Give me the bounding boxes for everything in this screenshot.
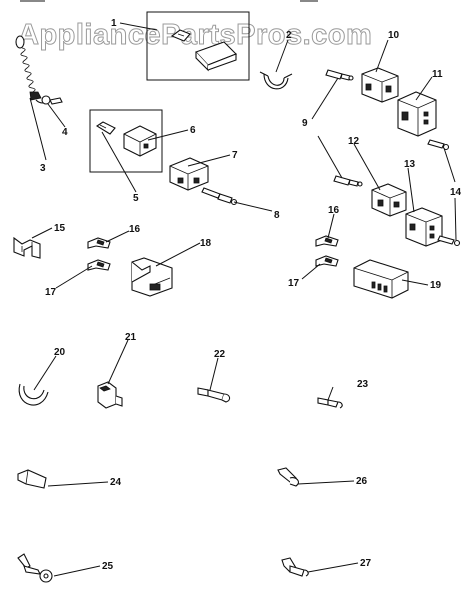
part-7-connector — [169, 157, 209, 191]
callout-5: 5 — [133, 193, 139, 204]
part-1-kit — [146, 11, 250, 81]
part-8-terminal — [201, 187, 238, 206]
part-27-terminal — [281, 557, 309, 577]
part-11-connector — [397, 91, 437, 137]
callout-24: 24 — [110, 477, 122, 488]
callout-13: 13 — [404, 159, 416, 170]
callout-8: 8 — [274, 210, 280, 221]
callout-15: 15 — [54, 223, 66, 234]
leader-lines — [29, 22, 457, 577]
part-9-terminals — [325, 69, 363, 187]
part-19-connector — [353, 259, 409, 299]
part-18-connector — [131, 257, 173, 297]
callout-22: 22 — [214, 349, 226, 360]
callout-27: 27 — [360, 558, 372, 569]
part-16-terminal-left — [87, 237, 111, 249]
callout-4: 4 — [62, 127, 68, 138]
part-10-connector — [361, 67, 399, 103]
callout-12: 12 — [348, 136, 360, 147]
callout-11: 11 — [432, 69, 443, 80]
part-22-terminal — [197, 387, 231, 403]
part-5-6-kit — [89, 109, 163, 173]
callout-10: 10 — [388, 30, 400, 41]
callout-7: 7 — [232, 150, 238, 161]
callout-16b: 16 — [328, 205, 340, 216]
part-14-terminals — [427, 139, 461, 247]
part-17-terminal-left — [87, 259, 111, 271]
part-15-clip — [13, 236, 41, 259]
part-13-connector — [405, 207, 443, 247]
part-26-terminal — [277, 467, 299, 487]
part-4-ring-terminal — [41, 95, 63, 105]
callout-17a: 17 — [45, 287, 57, 298]
callout-1: 1 — [111, 18, 117, 29]
part-17-terminal-right — [315, 255, 339, 267]
callout-18: 18 — [200, 238, 212, 249]
callout-14a: 14 — [450, 187, 462, 198]
part-20-wire-clip — [18, 383, 49, 406]
part-24-insulated-terminal — [17, 469, 47, 489]
callout-17b: 17 — [288, 278, 300, 289]
callout-26: 26 — [356, 476, 368, 487]
callout-20: 20 — [54, 347, 66, 358]
callout-3: 3 — [40, 163, 46, 174]
callout-16a: 16 — [129, 224, 141, 235]
callout-25: 25 — [102, 561, 114, 572]
part-12-connector — [371, 183, 407, 217]
part-21-clip — [97, 381, 123, 409]
part-25-ring-terminal — [17, 553, 53, 583]
callout-23: 23 — [357, 379, 369, 390]
part-16-terminal-right — [315, 235, 339, 247]
part-2-wire-clip — [259, 71, 293, 90]
callout-19: 19 — [430, 280, 442, 291]
callout-numbers: 1 2 3 4 5 6 7 8 9 9 10 11 12 13 14 14 15… — [40, 18, 462, 572]
callout-2: 2 — [286, 30, 292, 41]
watermark: AppliancePartsPros.com — [18, 19, 372, 51]
callout-21: 21 — [125, 332, 137, 343]
callout-6: 6 — [190, 125, 196, 136]
callout-9a: 9 — [302, 118, 308, 129]
part-23-terminal — [317, 397, 343, 409]
